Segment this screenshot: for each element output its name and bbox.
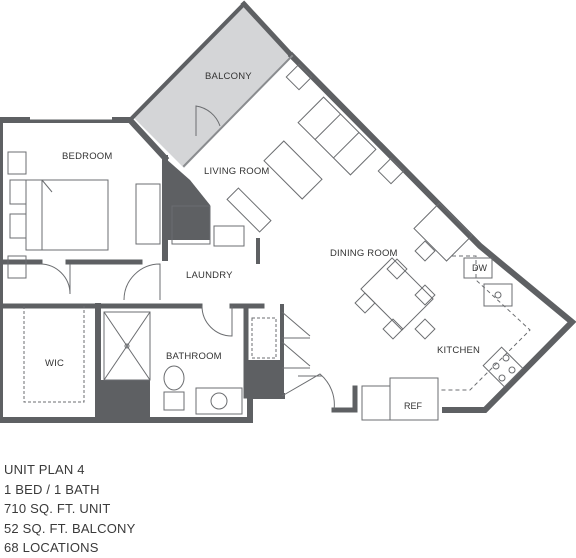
room-label-wic: WIC: [45, 358, 64, 369]
dryer: [213, 225, 245, 247]
unit-bed-bath: 1 BED / 1 BATH: [4, 481, 100, 497]
nightstand-top: [7, 151, 27, 175]
exterior-wall-balcony-left: [127, 1, 247, 123]
pantry: [361, 385, 391, 421]
wic-shelf: [23, 306, 85, 403]
shower-drain: [124, 343, 130, 349]
dining-chair: [414, 284, 436, 306]
burner: [508, 366, 516, 374]
burner: [498, 374, 506, 382]
side-table-left: [285, 63, 313, 91]
entry-wall: [331, 385, 358, 413]
unit-locations: 68 LOCATIONS: [4, 540, 99, 555]
bathroom-door: [201, 305, 233, 337]
floor-plan: BALCONY BEDROOM LIVING ROOM LAUNDRY DINI…: [0, 0, 576, 423]
room-label-bedroom: BEDROOM: [62, 151, 113, 162]
room-label-laundry: LAUNDRY: [186, 270, 233, 281]
sofa: [297, 96, 377, 176]
refrigerator: [389, 377, 439, 421]
room-label-kitchen: KITCHEN: [437, 345, 480, 356]
balcony-inner-wall: [182, 54, 294, 168]
kitchen-island: [413, 202, 473, 262]
bed-pillow-bottom: [9, 213, 27, 239]
closet-door-top: [281, 311, 311, 339]
tv-console: [226, 187, 272, 233]
balcony-area-text: 52 SQ. FT. BALCONY: [4, 520, 136, 536]
wall-block-laundry: [165, 158, 210, 240]
bed: [25, 179, 109, 251]
unit-plan-name: UNIT PLAN 4: [4, 462, 85, 477]
washer: [171, 205, 211, 245]
side-table-right: [377, 157, 405, 185]
bed-sheet-fold: [41, 179, 53, 250]
wall-block-wic-bath: [98, 380, 150, 420]
burner: [502, 354, 510, 362]
kitchen-counter: [440, 255, 531, 391]
vanity: [195, 387, 243, 415]
appliance-label-dishwasher: DW: [472, 263, 487, 273]
dining-chair: [386, 258, 408, 280]
closet-shelf: [251, 317, 277, 359]
dresser: [135, 183, 161, 245]
nightstand-bottom: [7, 255, 27, 279]
exterior-wall-diagonal: [287, 51, 576, 413]
bed-pillow-top: [9, 179, 27, 205]
appliance-label-refrigerator: REF: [404, 401, 423, 411]
exterior-wall-balcony-top: [240, 0, 296, 60]
dining-chair: [382, 318, 404, 340]
room-label-living-room: LIVING ROOM: [204, 166, 270, 177]
laundry-door: [123, 263, 161, 301]
wall-block-closet: [246, 360, 282, 396]
balcony-door: [195, 105, 221, 136]
unit-area: 710 SQ. FT. UNIT: [4, 501, 111, 516]
toilet: [163, 365, 185, 411]
dishwasher: [463, 257, 493, 279]
closet-door-bottom: [281, 341, 311, 369]
dining-chair: [354, 292, 376, 314]
coffee-table: [263, 140, 323, 200]
sink: [483, 283, 513, 307]
island-stool: [414, 240, 436, 262]
entry-door: [281, 373, 335, 411]
cooktop: [482, 346, 524, 388]
shower: [103, 311, 151, 381]
dining-table: [360, 257, 434, 331]
unit-info: UNIT PLAN 4 1 BED / 1 BATH 710 SQ. FT. U…: [4, 460, 135, 558]
vanity-basin: [210, 392, 228, 410]
burner: [492, 362, 500, 370]
dining-chair: [414, 318, 436, 340]
room-label-balcony: BALCONY: [205, 71, 252, 82]
room-label-bathroom: BATHROOM: [166, 351, 222, 362]
exterior-wall-left: [0, 117, 101, 423]
room-label-dining-room: DINING ROOM: [330, 248, 398, 259]
shower-cross: [103, 311, 151, 381]
bedroom-door: [39, 263, 71, 295]
sink-drain: [494, 291, 502, 299]
balcony-area: [134, 4, 292, 168]
